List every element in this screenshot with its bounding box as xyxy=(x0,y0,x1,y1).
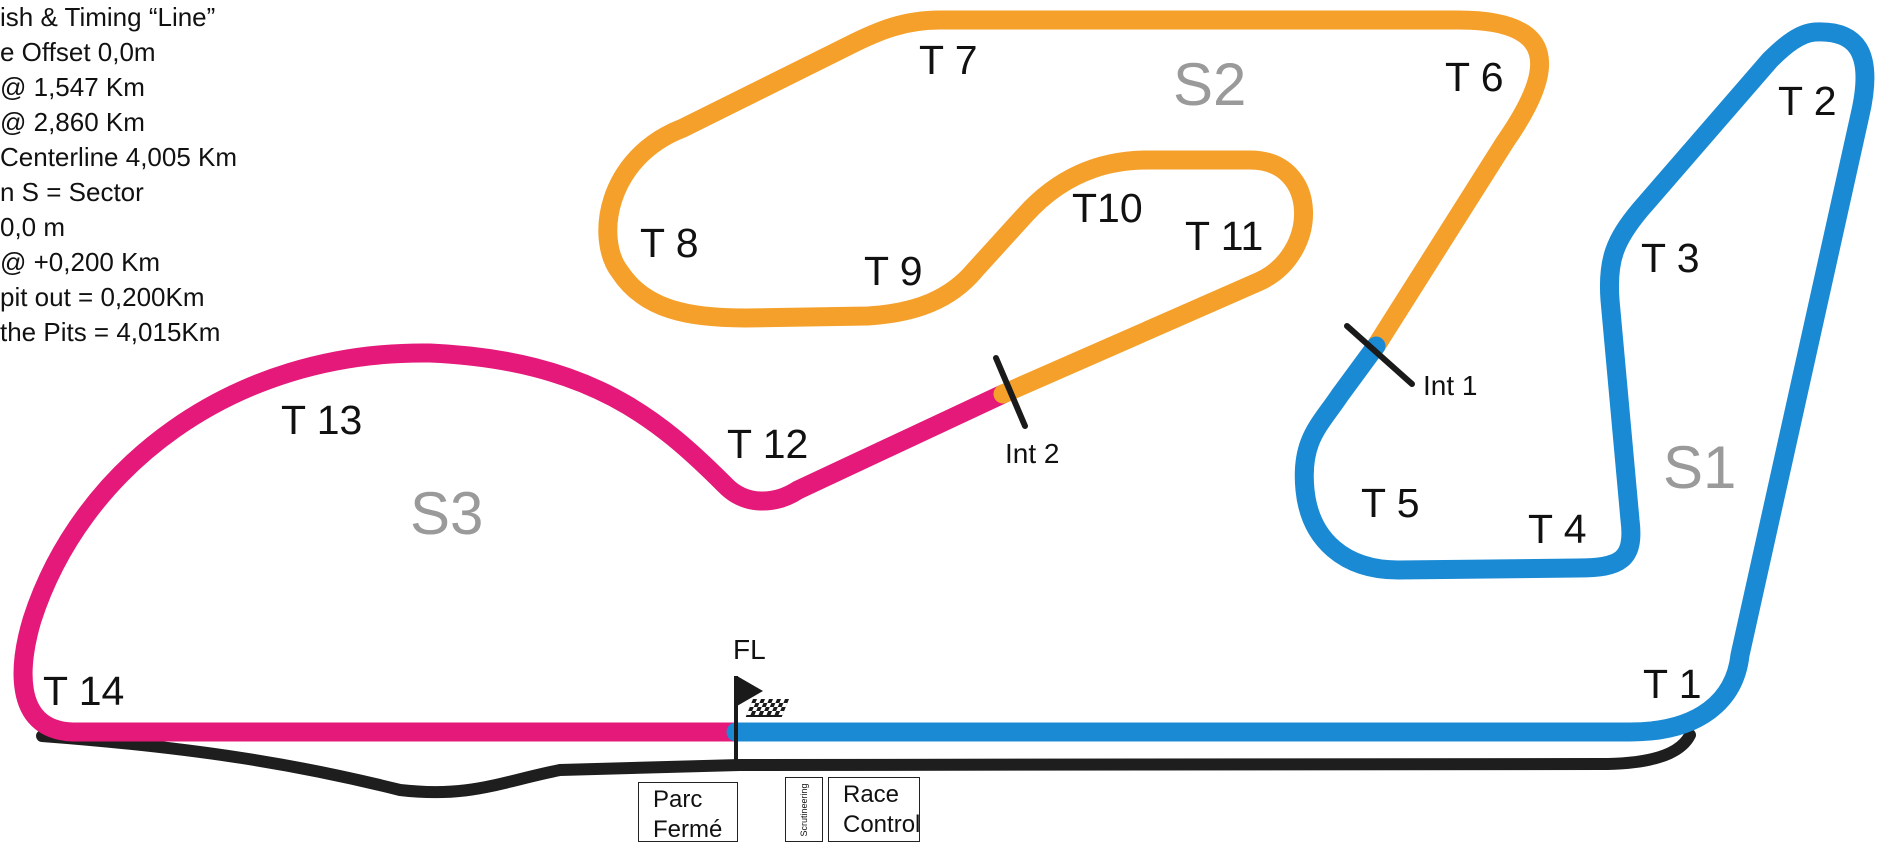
info-line: @ 2,860 Km xyxy=(0,107,145,137)
sector-label-s1: S1 xyxy=(1663,434,1736,501)
turn-label-t1: T 1 xyxy=(1643,661,1702,707)
parc-ferme-label-line1: Parc xyxy=(653,786,703,813)
info-line: n S = Sector xyxy=(0,177,144,207)
finish-line-label: FL xyxy=(733,634,766,665)
turn-label-t8: T 8 xyxy=(640,220,699,266)
checkered-flag-icon xyxy=(734,676,789,760)
sector-label-s3: S3 xyxy=(410,480,483,547)
info-line: 0,0 m xyxy=(0,212,66,242)
info-line: @ +0,200 Km xyxy=(0,247,161,277)
info-line: Centerline 4,005 Km xyxy=(0,142,238,172)
int-1-line xyxy=(1344,323,1415,387)
turn-label-t10: T10 xyxy=(1072,185,1143,231)
turn-label-t3: T 3 xyxy=(1641,235,1700,281)
parc-ferme-box: Parc Fermé xyxy=(638,782,738,843)
turn-label-t6: T 6 xyxy=(1445,54,1504,100)
turn-label-t5: T 5 xyxy=(1361,480,1420,526)
turn-label-t7: T 7 xyxy=(919,37,978,83)
info-line: the Pits = 4,015Km xyxy=(0,317,221,347)
sector-1-track xyxy=(726,22,1875,742)
race-control-label-line1: Race xyxy=(843,781,900,808)
int-1-label: Int 1 xyxy=(1423,370,1477,401)
turn-label-t2: T 2 xyxy=(1778,78,1837,124)
turn-label-t13: T 13 xyxy=(281,397,362,443)
info-line: @ 1,547 Km xyxy=(0,72,145,102)
parc-ferme-label-line2: Fermé xyxy=(653,816,723,843)
int-2-line xyxy=(993,355,1028,429)
scrutineering-label: Scrutineering xyxy=(799,782,809,837)
sector-3-track xyxy=(13,343,1013,742)
race-control-label-line2: Control xyxy=(843,811,921,838)
track-info-text: ish & Timing “Line” e Offset 0,0m @ 1,54… xyxy=(0,0,237,350)
race-control-box: Race Control xyxy=(828,777,920,842)
info-line: pit out = 0,200Km xyxy=(0,282,205,312)
turn-label-t14: T 14 xyxy=(43,668,124,714)
turn-label-t9: T 9 xyxy=(864,248,923,294)
sector-label-s2: S2 xyxy=(1173,51,1246,118)
turn-label-t11: T 11 xyxy=(1185,213,1263,259)
info-line: e Offset 0,0m xyxy=(0,37,156,67)
pit-lane xyxy=(36,729,1696,799)
sector-2-track xyxy=(598,10,1550,404)
scrutineering-box: Scrutineering xyxy=(785,777,823,842)
turn-label-t4: T 4 xyxy=(1528,506,1587,552)
info-line: ish & Timing “Line” xyxy=(0,2,216,32)
int-2-label: Int 2 xyxy=(1005,438,1059,469)
turn-label-t12: T 12 xyxy=(727,421,808,467)
